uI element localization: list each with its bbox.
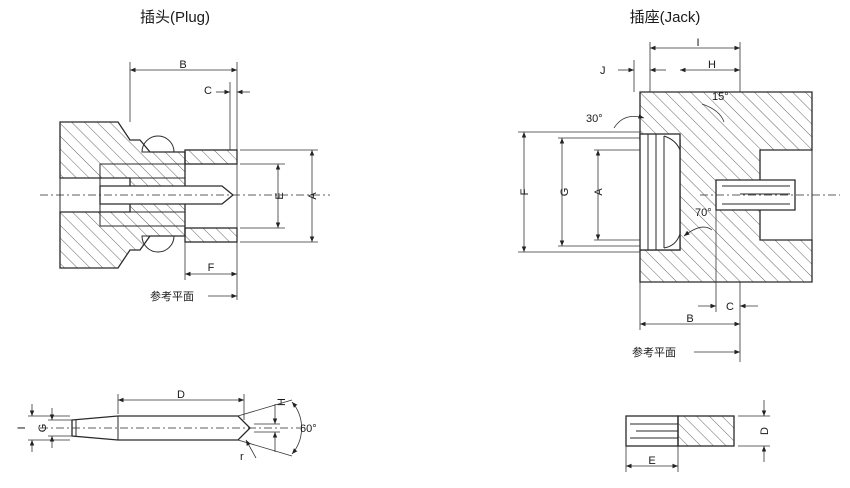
plug-dim-C: C — [204, 85, 212, 97]
pin-angle: 60° — [300, 423, 317, 435]
contact-dim-E: E — [648, 455, 655, 467]
plug-dim-B: B — [179, 59, 186, 71]
plug-body — [40, 121, 330, 269]
pin-dim-I: I — [16, 426, 28, 429]
jack-contact-detail: D E — [625, 400, 771, 472]
plug-dim-F: F — [208, 262, 215, 274]
jack-section: 插座(Jack) I H — [518, 9, 840, 472]
jack-angle-30: 30° — [586, 113, 603, 125]
jack-angle-70: 70° — [695, 207, 712, 219]
pin-dim-H: H — [276, 398, 288, 406]
pin-dim-G: G — [37, 424, 49, 433]
jack-body — [639, 91, 840, 283]
jack-dim-C: C — [726, 301, 734, 313]
plug-title: 插头(Plug) — [140, 9, 210, 26]
plug-dim-E: E — [274, 192, 286, 199]
jack-dim-A: A — [593, 188, 605, 196]
plug-dim-A: A — [307, 192, 319, 200]
jack-dim-G: G — [559, 188, 571, 197]
jack-dim-F: F — [519, 188, 531, 195]
jack-title: 插座(Jack) — [630, 9, 701, 26]
jack-dim-I: I — [696, 37, 699, 49]
jack-dimensions: I H J 30° 15° 70° F G — [518, 37, 758, 362]
jack-dim-H: H — [708, 59, 716, 71]
pin-dim-r: r — [240, 451, 244, 463]
contact-dim-D: D — [759, 427, 771, 435]
plug-reference-plane: 参考平面 — [150, 289, 194, 303]
plug-pin-detail: D I G H 60° r — [16, 389, 317, 463]
jack-angle-15: 15° — [712, 91, 729, 103]
jack-dim-B: B — [686, 313, 693, 325]
plug-dimensions: B C A E F 参考平面 — [129, 59, 319, 303]
jack-reference-plane: 参考平面 — [632, 345, 676, 359]
plug-section: 插头(Plug) B C — [16, 9, 330, 463]
jack-dim-J: J — [600, 65, 606, 77]
pin-dim-D: D — [177, 389, 185, 401]
